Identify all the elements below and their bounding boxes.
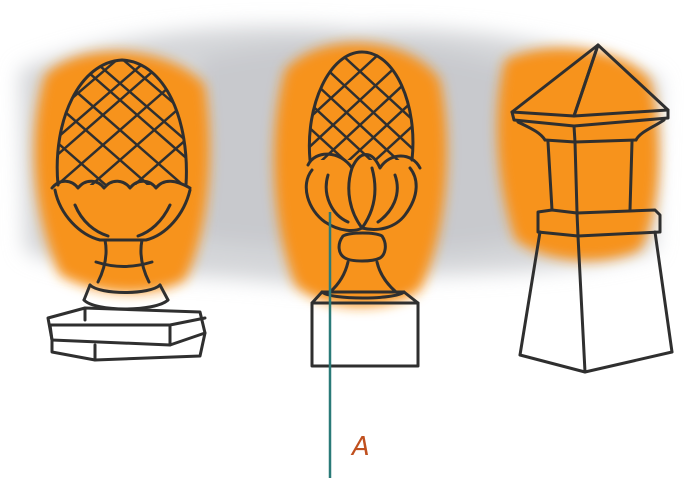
orange-wash-left [34, 52, 210, 293]
orange-wash-middle [274, 43, 447, 307]
callout-label-a: A [352, 432, 370, 462]
